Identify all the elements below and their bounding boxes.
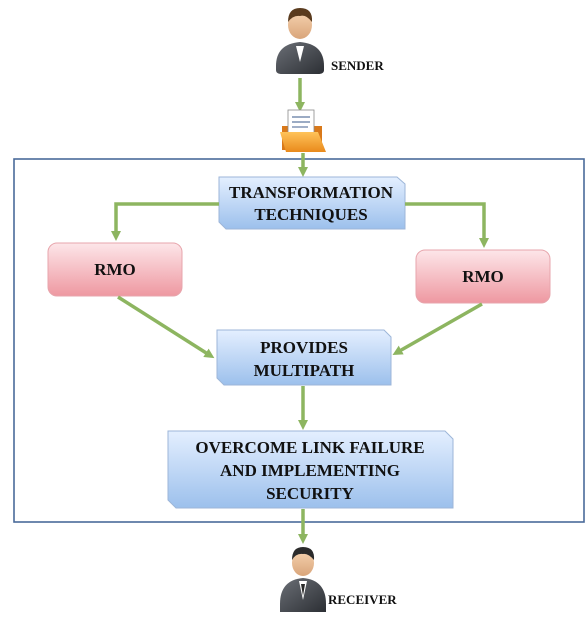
sender-person-icon — [276, 8, 324, 74]
arrow-transformation-to-rmo-right — [405, 202, 489, 248]
rmo-left-label: RMO — [94, 260, 136, 279]
arrow-rmo-right-to-multipath — [392, 302, 483, 355]
folder-document-icon — [280, 109, 326, 152]
multipath-label-line1: PROVIDES — [260, 338, 348, 357]
system-boundary-frame — [13, 158, 585, 523]
overcome-link-failure-box: OVERCOME LINK FAILURE AND IMPLEMENTING S… — [167, 430, 454, 509]
receiver-person-icon — [280, 547, 326, 612]
rmo-left-box: RMO — [47, 242, 183, 297]
provides-multipath-box: PROVIDES MULTIPATH — [216, 329, 392, 386]
rmo-right-box: RMO — [415, 249, 551, 304]
receiver-label: RECEIVER — [328, 592, 397, 607]
arrow-transformation-to-rmo-left — [111, 202, 219, 241]
security-label-line2: AND IMPLEMENTING — [220, 461, 400, 480]
security-label-line1: OVERCOME LINK FAILURE — [195, 438, 424, 457]
rmo-right-label: RMO — [462, 267, 504, 286]
security-label-line3: SECURITY — [266, 484, 354, 503]
multipath-label-line2: MULTIPATH — [254, 361, 355, 380]
transformation-techniques-box: TRANSFORMATION TECHNIQUES — [218, 176, 406, 230]
arrow-rmo-left-to-multipath — [117, 295, 215, 359]
transformation-label-line2: TECHNIQUES — [254, 205, 367, 224]
sender-label: SENDER — [331, 58, 384, 73]
transformation-label-line1: TRANSFORMATION — [229, 183, 394, 202]
